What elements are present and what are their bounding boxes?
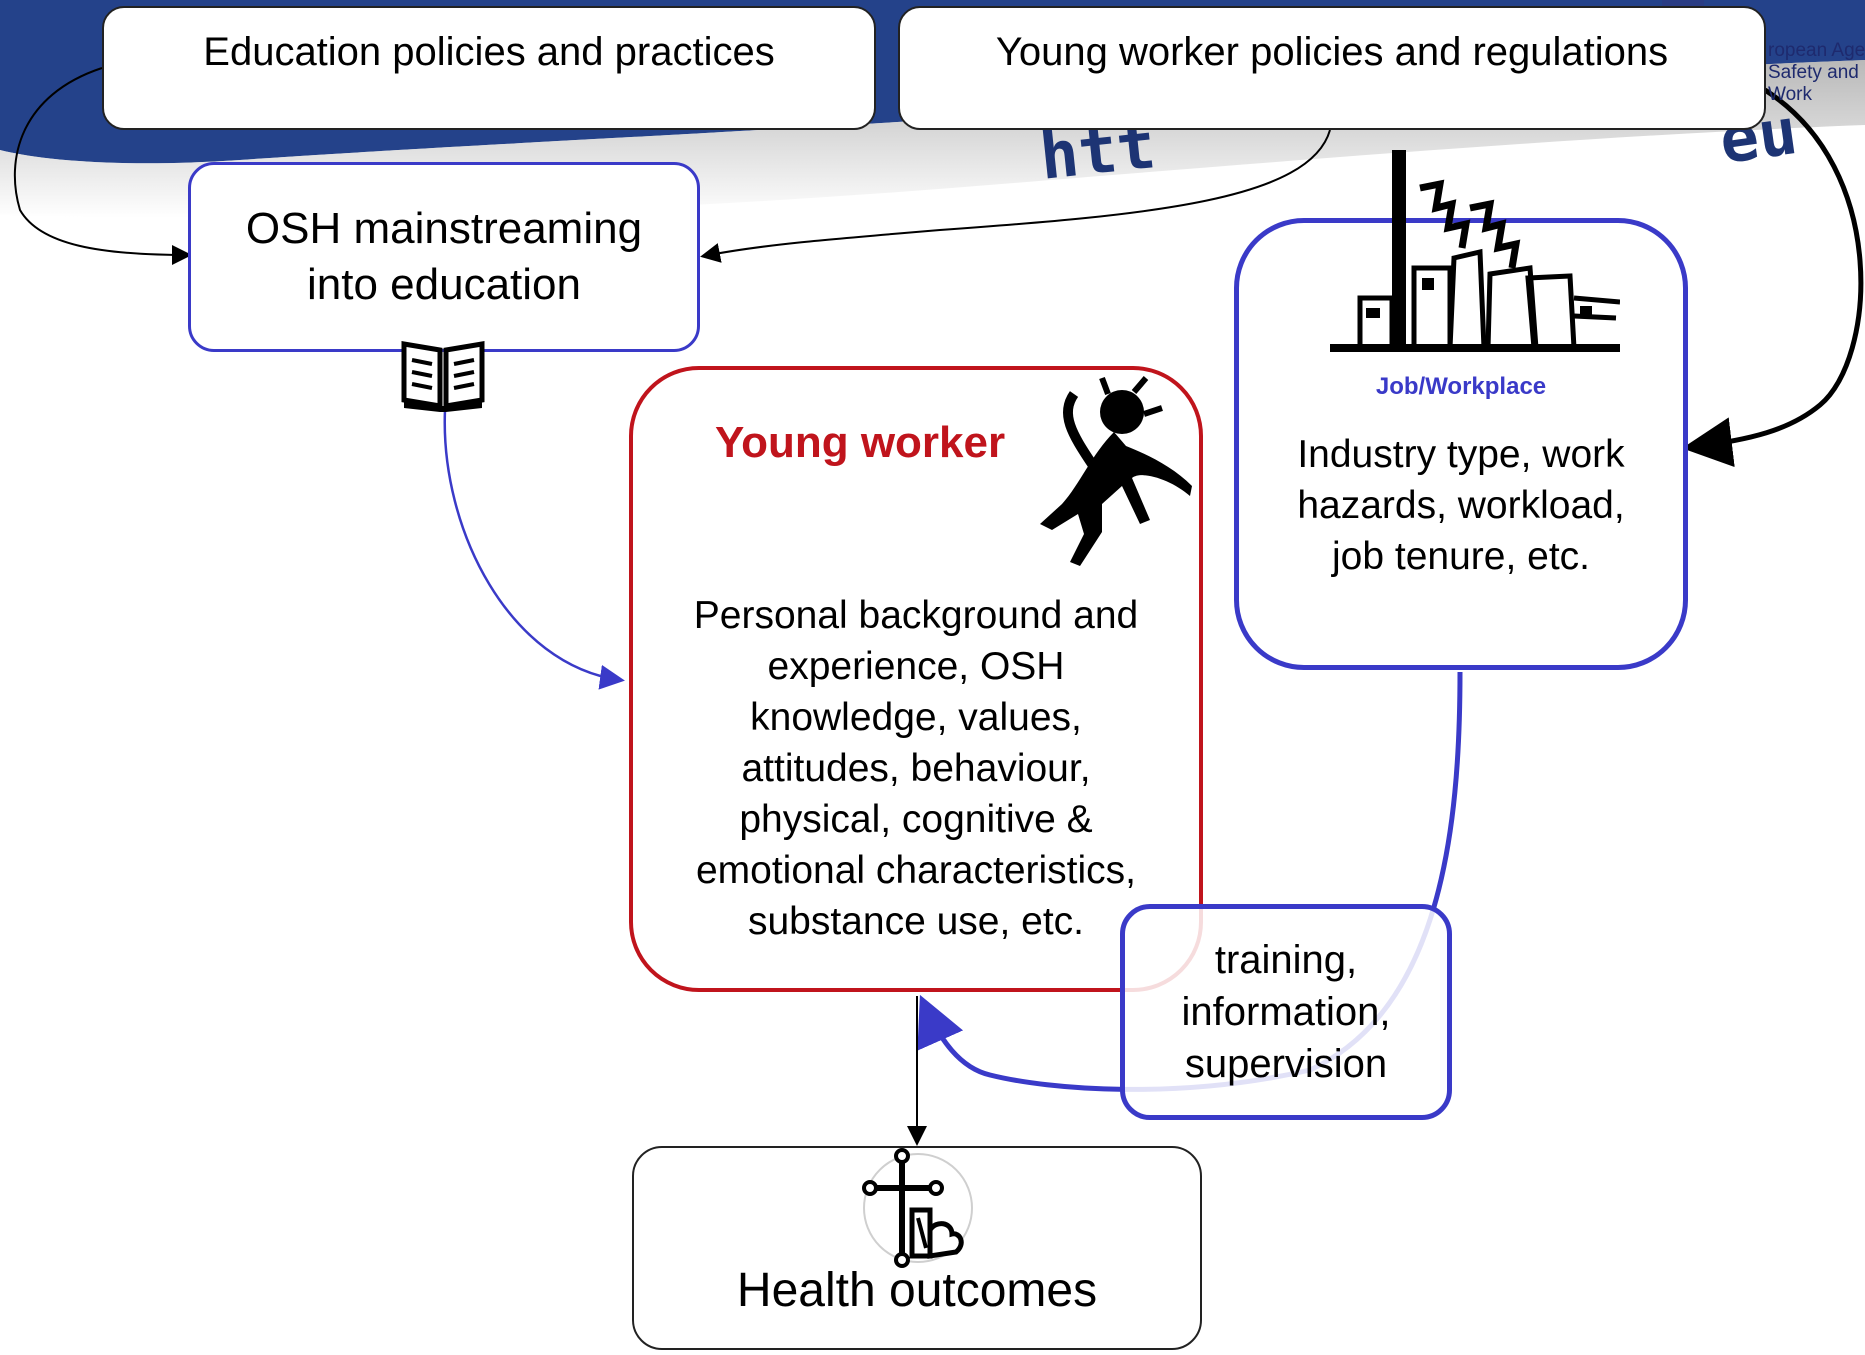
young-worker-description: Personal background and experience, OSH …: [693, 594, 1139, 943]
training-box: training, information, supervision: [1120, 904, 1452, 1120]
worker-figure-icon: [1040, 376, 1192, 566]
book-icon: [401, 341, 485, 412]
young-worker-box: Young worker Personal background and exp…: [629, 366, 1203, 992]
education-policies-label: Education policies and practices: [203, 30, 775, 74]
job-workplace-description: Industry type, work hazards, workload, j…: [1297, 433, 1625, 578]
training-line-2: information,: [1181, 990, 1391, 1034]
arrow-education-to-osh: [13, 67, 192, 265]
education-policies-box: Education policies and practices: [102, 6, 876, 130]
osh-mainstreaming-box: OSH mainstreaming into education: [188, 162, 700, 352]
job-workplace-box: Job/Workplace Industry type, work hazard…: [1234, 218, 1688, 670]
arrow-policies-to-job: [1682, 87, 1864, 468]
job-workplace-label: Job/Workplace: [1375, 373, 1547, 400]
agency-logo-text: ropean Agency Safety and He Work: [1768, 40, 1865, 105]
arrow-osh-to-worker: [443, 409, 625, 690]
young-worker-policies-box: Young worker policies and regulations: [898, 6, 1766, 130]
osh-mainstreaming-line-2: into education: [307, 260, 581, 309]
training-line-3: supervision: [1184, 1042, 1388, 1086]
arrow-policies-to-osh: [700, 129, 1331, 263]
health-outcomes-label: Health outcomes: [736, 1264, 1098, 1317]
factory-icon: [1330, 150, 1620, 352]
young-worker-title: Young worker: [715, 418, 1006, 467]
osh-mainstreaming-line-1: OSH mainstreaming: [245, 204, 643, 253]
training-line-1: training,: [1214, 938, 1358, 982]
medical-health-icon: [862, 1148, 973, 1268]
young-worker-policies-label: Young worker policies and regulations: [995, 30, 1669, 74]
